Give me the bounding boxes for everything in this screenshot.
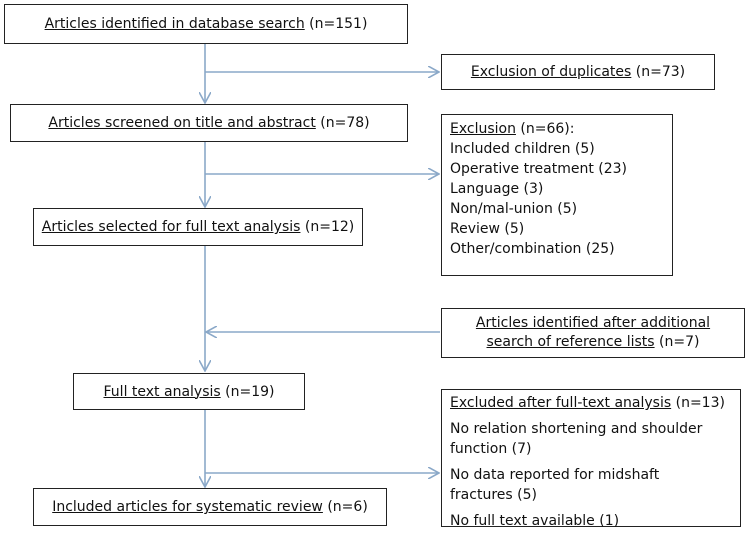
box-selected: Articles selected for full text analysis… (33, 208, 363, 246)
identified-title: Articles identified in database search (44, 16, 305, 32)
screened-title: Articles screened on title and abstract (48, 115, 316, 131)
exclusion-item: Language (3) (450, 181, 544, 197)
excluded-after-item: No data reported for midshaft (450, 467, 660, 483)
exclusion-item: Operative treatment (23) (450, 161, 628, 177)
excluded-after-item: function (7) (450, 441, 532, 457)
selected-count: (n=12) (304, 219, 355, 235)
duplicates-count: (n=73) (635, 64, 686, 80)
excluded-after-item: No relation shortening and shoulder (450, 421, 703, 437)
exclusion-title: Exclusion (450, 121, 516, 137)
identified-count: (n=151) (309, 16, 368, 32)
box-exclusion: Exclusion (n=66): Included children (5) … (441, 114, 673, 276)
box-included: Included articles for systematic review … (33, 488, 387, 526)
excluded-after-title: Excluded after full-text analysis (450, 395, 672, 411)
additional-line2: search of reference lists (486, 334, 655, 350)
box-fulltext: Full text analysis (n=19) (73, 373, 305, 410)
exclusion-item: Review (5) (450, 221, 525, 237)
fulltext-title: Full text analysis (103, 383, 221, 400)
box-identified: Articles identified in database search (… (4, 4, 408, 44)
included-title: Included articles for systematic review (52, 499, 323, 515)
fulltext-count: (n=19) (225, 383, 275, 400)
screened-count: (n=78) (320, 115, 370, 131)
excluded-after-count: (n=13) (675, 395, 725, 411)
exclusion-item: Non/mal-union (5) (450, 201, 578, 217)
excluded-after-item: No full text available (1) (450, 513, 620, 529)
box-additional: Articles identified after additional sea… (441, 308, 745, 358)
exclusion-item: Included children (5) (450, 141, 595, 157)
box-duplicates: Exclusion of duplicates (n=73) (441, 54, 715, 90)
excluded-after-item: fractures (5) (450, 487, 537, 503)
additional-line1: Articles identified after additional (475, 315, 711, 331)
included-count: (n=6) (327, 499, 368, 515)
box-excluded-after: Excluded after full-text analysis (n=13)… (441, 389, 741, 529)
box-screened: Articles screened on title and abstract … (10, 104, 408, 142)
exclusion-count: (n=66): (520, 121, 575, 137)
duplicates-title: Exclusion of duplicates (470, 64, 632, 80)
additional-count: (n=7) (659, 334, 700, 350)
exclusion-item: Other/combination (25) (450, 241, 615, 257)
selected-title: Articles selected for full text analysis (41, 219, 301, 235)
